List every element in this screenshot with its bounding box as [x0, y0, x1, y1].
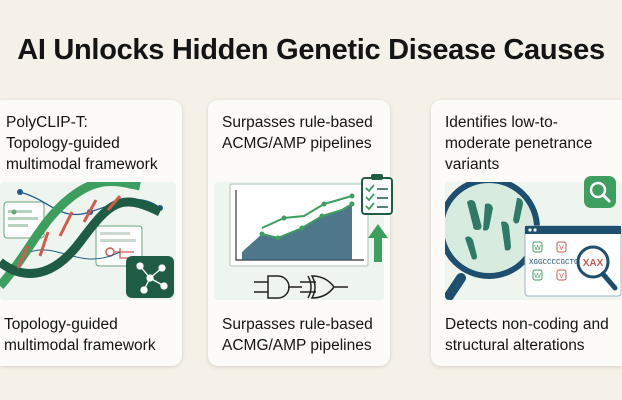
caption-line: ACMG/AMP pipelines [222, 337, 372, 354]
badge-w2: W [534, 273, 541, 280]
heading-line: multimodal framework [6, 156, 158, 173]
badge-v2: V [559, 273, 564, 280]
badge-w1: W [534, 245, 541, 252]
caption-line: multimodal framework [4, 337, 156, 354]
chart-illustration [214, 182, 384, 300]
heading-line: PolyCLIP-T: [6, 114, 88, 131]
card-heading: PolyCLIP-T: Topology-guided multimodal f… [6, 112, 176, 175]
caption-line: Detects non-coding and [445, 316, 609, 333]
heading-line: Topology-guided [6, 135, 120, 152]
card-penetrance: Identifies low-to- moderate penetrance v… [431, 100, 622, 366]
heading-line: ACMG/AMP pipelines [222, 135, 372, 152]
card-caption: Topology-guided multimodal framework [4, 314, 178, 356]
caption-line: Surpasses rule-based [222, 316, 373, 333]
card-acmg: Surpasses rule-based ACMG/AMP pipelines [208, 100, 393, 366]
chromosome-magnifier-icon: W V XGGCCCCGCTG W V XAX [445, 182, 622, 300]
card-caption: Detects non-coding and structural altera… [445, 314, 622, 356]
card-heading: Surpasses rule-based ACMG/AMP pipelines [222, 112, 384, 154]
heading-line: moderate penetrance [445, 135, 593, 152]
search-icon [584, 176, 616, 208]
card-polyclip: PolyCLIP-T: Topology-guided multimodal f… [0, 100, 182, 366]
dna-network-icon [0, 182, 174, 298]
heading-line: variants [445, 156, 500, 173]
sequence-text: XGGCCCCGCTG [529, 259, 579, 267]
chromosome-illustration: W V XGGCCCCGCTG W V XAX [445, 182, 622, 300]
rising-chart-icon [229, 183, 369, 299]
card-caption: Surpasses rule-based ACMG/AMP pipelines [222, 314, 386, 356]
caption-line: Topology-guided [4, 316, 118, 333]
badge-v1: V [559, 245, 564, 252]
card-heading: Identifies low-to- moderate penetrance v… [445, 112, 616, 175]
caption-line: structural alterations [445, 337, 585, 354]
heading-line: Identifies low-to- [445, 114, 558, 131]
checklist-icon [361, 174, 393, 262]
heading-line: Surpasses rule-based [222, 114, 373, 131]
dna-network-illustration [0, 182, 176, 300]
page-title: AI Unlocks Hidden Genetic Disease Causes [17, 34, 605, 66]
magnified-text: XAX [583, 258, 604, 269]
